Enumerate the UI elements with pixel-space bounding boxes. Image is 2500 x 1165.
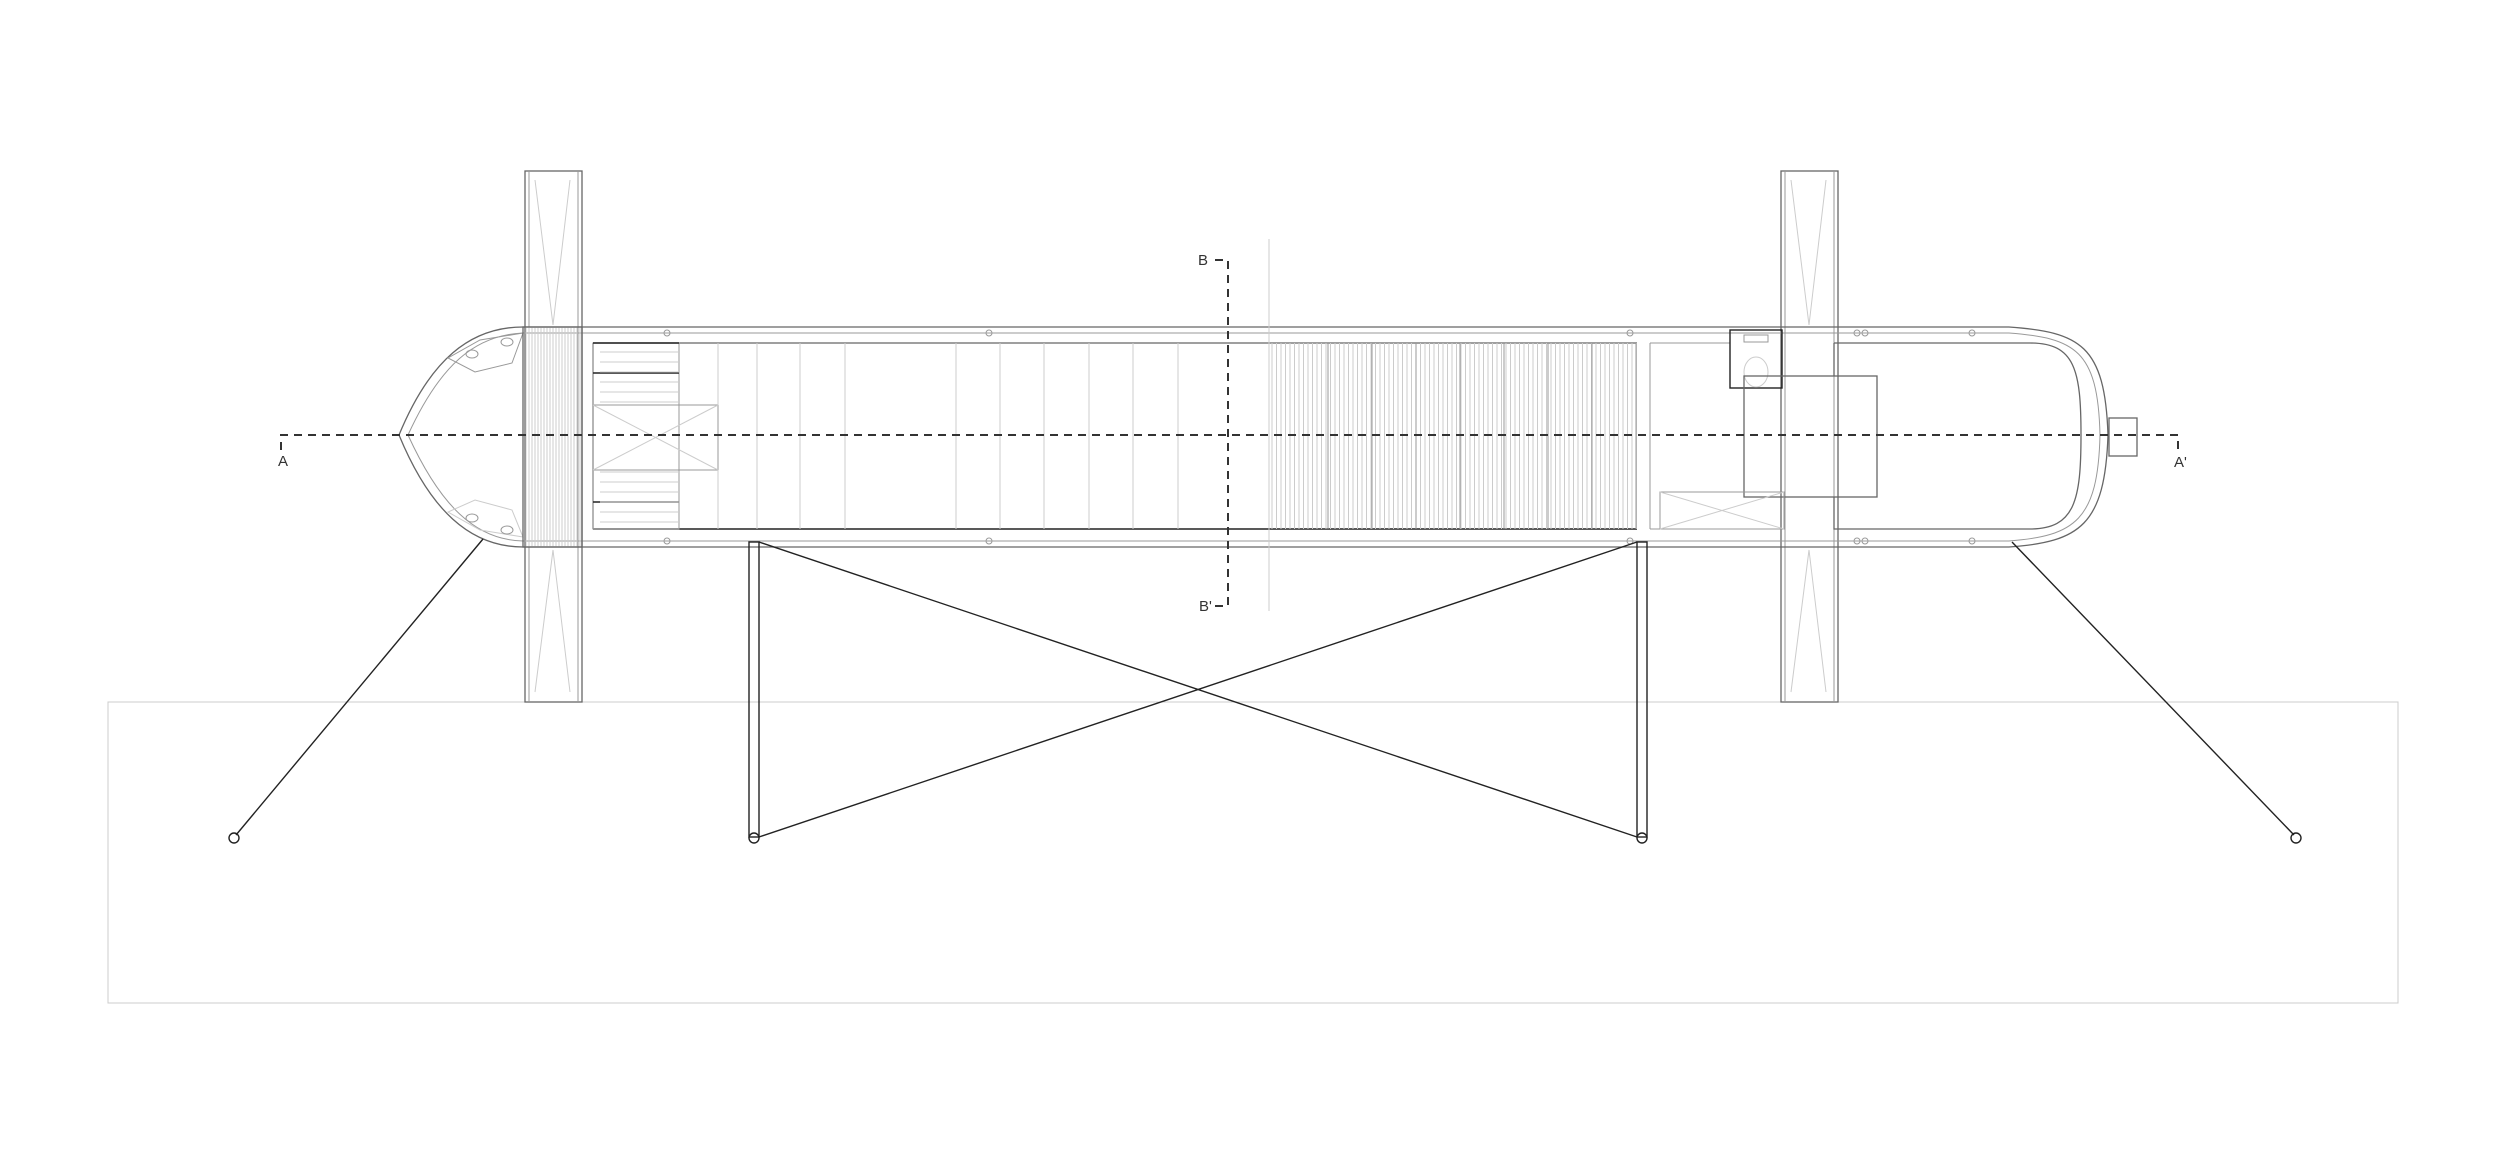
- bollard-icon: [985, 329, 993, 337]
- bollard-icon: [1853, 329, 1861, 337]
- bollard-icon: [1861, 537, 1869, 545]
- bollard-icon: [1626, 329, 1634, 337]
- bollard-icon: [1968, 537, 1976, 545]
- gangway: [748, 541, 1648, 844]
- staircase: [592, 342, 719, 530]
- bollard-icon: [1861, 329, 1869, 337]
- section-b-end-label: B': [1199, 598, 1212, 615]
- bollard-icon: [1968, 329, 1976, 337]
- toilet-room: [1729, 329, 1783, 389]
- site-boundary: [107, 701, 2399, 1004]
- bollard-icon: [1853, 537, 1861, 545]
- bollard-icon: [663, 329, 671, 337]
- section-a-label: A: [278, 453, 288, 470]
- dense-deck-slats: [1271, 343, 1637, 529]
- bollard-icon: [663, 537, 671, 545]
- mooring-cable-right: [2011, 541, 2302, 844]
- section-line-b: [1215, 259, 1229, 607]
- right-pontoon-column: [1780, 170, 1839, 703]
- bollard-icon: [985, 537, 993, 545]
- bow-deck-slats: [525, 327, 581, 547]
- section-line-a: [280, 434, 2179, 450]
- cabin-block: [1743, 375, 1878, 498]
- section-a-end-label: A': [2174, 454, 2187, 471]
- section-b-label: B: [1198, 252, 1208, 269]
- hull: [398, 326, 2138, 548]
- mooring-cable-left: [228, 538, 484, 844]
